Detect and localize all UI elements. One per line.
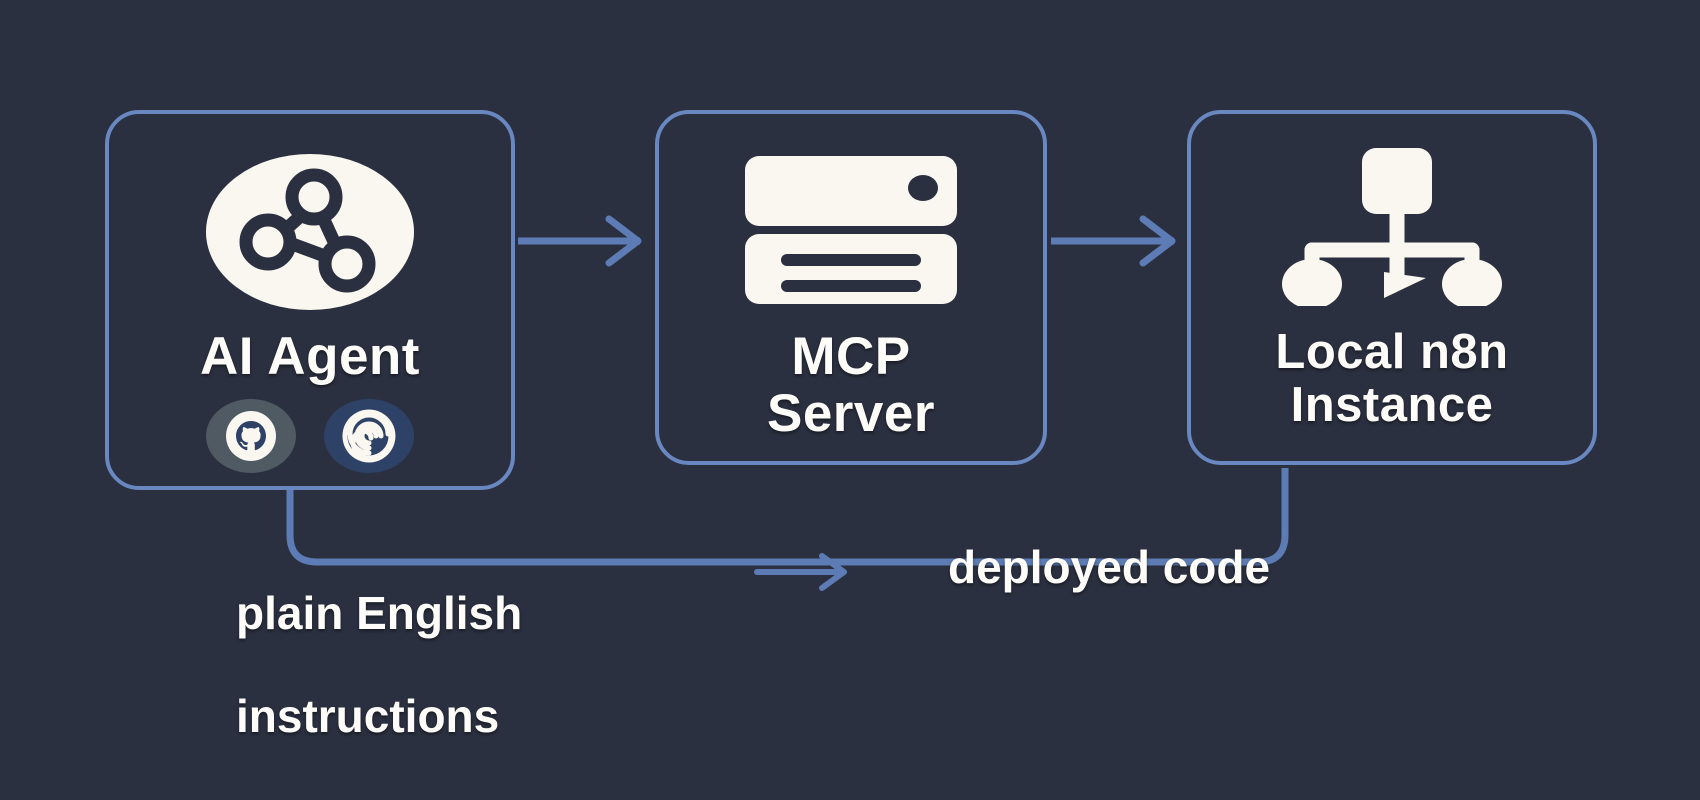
spiral-icon [342,409,396,463]
workflow-sitemap-icon [1276,146,1508,306]
flow-label-left-line2: instructions [236,689,500,742]
network-share-icon [202,152,418,312]
spiral-badge[interactable] [324,399,414,474]
node-label-n8n-line2: Instance [1290,377,1494,432]
node-card-mcp-server[interactable]: MCP Server [655,110,1047,465]
connector-mcp-to-n8n [1051,215,1176,267]
node-card-ai-agent[interactable]: AI Agent [105,110,515,490]
node-label-ai-agent: AI Agent [200,327,420,386]
node-label-mcp-server: MCP Server [767,328,935,442]
github-icon [226,411,276,462]
connector-agent-to-mcp [518,215,642,267]
flow-label-left-line1: plain English [236,586,523,639]
node-label-mcp-line1: MCP [791,327,911,386]
node-label-n8n-line1: Local n8n [1275,325,1509,379]
github-badge[interactable] [206,399,296,474]
node-card-local-n8n[interactable]: Local n8n Instance [1187,110,1597,465]
node-label-local-n8n: Local n8n Instance [1275,326,1508,432]
agent-badge-row [206,399,414,474]
flow-arrow-icon [754,553,847,591]
node-label-mcp-line2: Server [766,384,936,444]
flow-label-deployed-code: deployed code [948,541,1271,593]
flow-label-plain-english-instructions: plain English instructions [236,536,656,742]
server-rack-icon [741,154,961,306]
